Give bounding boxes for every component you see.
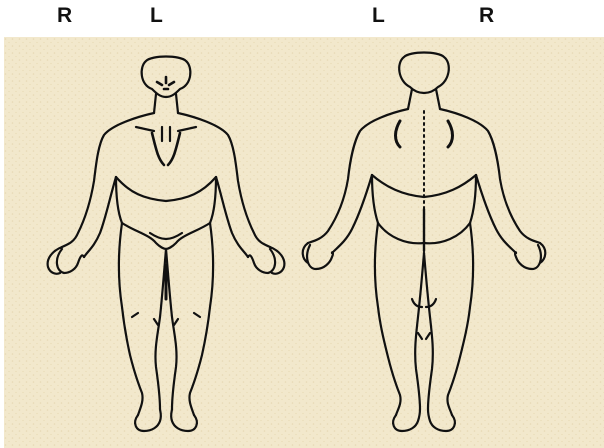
back-right-label: R — [479, 4, 495, 28]
front-left-label: L — [150, 4, 164, 28]
body-chart-panel — [4, 37, 604, 448]
body-chart-svg — [4, 37, 604, 448]
front-right-label: R — [57, 4, 73, 28]
back-left-label: L — [372, 4, 386, 28]
